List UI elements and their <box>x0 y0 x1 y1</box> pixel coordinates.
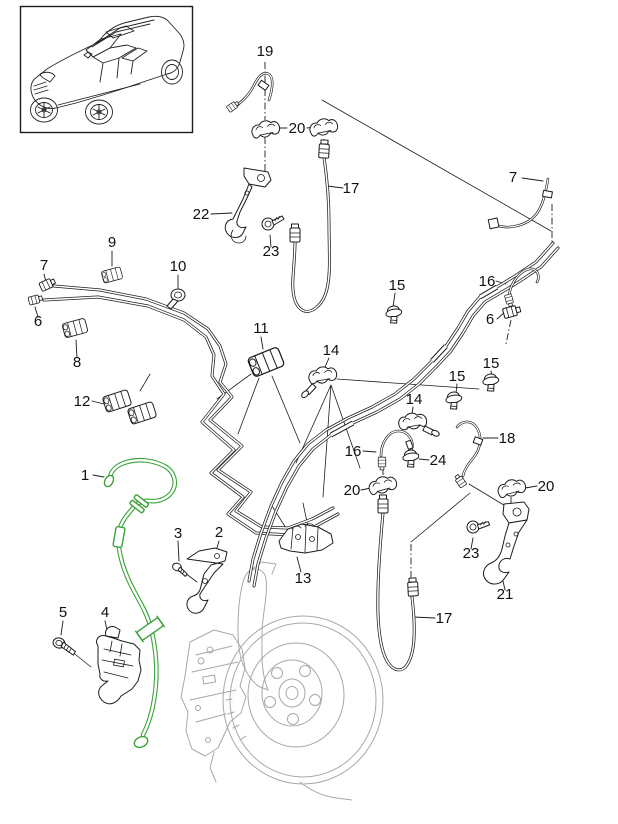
callout-7-right[interactable]: 7 <box>509 169 517 186</box>
bracket-22 <box>224 167 272 244</box>
callout-10[interactable]: 10 <box>170 258 187 275</box>
pipe-16-right <box>504 267 540 308</box>
callout-11[interactable]: 11 <box>253 320 269 337</box>
clip-20-top-left <box>249 117 282 141</box>
callout-16-lower-left[interactable]: 16 <box>345 443 362 460</box>
callout-13[interactable]: 13 <box>295 570 312 587</box>
callout-22[interactable]: 22 <box>193 206 210 223</box>
nut-6-left <box>27 293 44 306</box>
callout-20-right[interactable]: 20 <box>538 478 555 495</box>
hose-collar <box>129 494 150 514</box>
hose-end-fitting <box>133 735 149 749</box>
clip-14-upper <box>296 365 340 400</box>
front-pipe-pair-left <box>42 284 340 537</box>
bolt-23-lower <box>465 517 491 537</box>
callout-24[interactable]: 24 <box>430 452 447 469</box>
clip-20-top-right <box>307 115 340 139</box>
part-glyphs <box>27 115 530 705</box>
callout-6-left[interactable]: 6 <box>34 313 42 330</box>
bracket-13 <box>278 523 334 554</box>
clip-14-lower <box>397 409 441 444</box>
bracket-2 <box>186 547 228 614</box>
clamp-11 <box>246 346 286 378</box>
pipe-18 <box>453 420 484 489</box>
brake-hose-part-1-highlighted <box>103 457 178 749</box>
callout-14-upper[interactable]: 14 <box>323 342 340 359</box>
callout-5[interactable]: 5 <box>59 604 67 621</box>
inset-frame <box>19 5 194 134</box>
callout-15-right-upper[interactable]: 15 <box>483 355 500 372</box>
grommet-15-right-a <box>444 390 465 412</box>
lug-hole <box>309 694 321 706</box>
bolt-23-upper <box>261 215 285 231</box>
grommet-15-middle <box>384 304 405 326</box>
callout-17-lower[interactable]: 17 <box>436 610 453 627</box>
brake-assembly-ghost <box>180 561 384 801</box>
callout-1[interactable]: 1 <box>81 467 89 484</box>
callout-7-left[interactable]: 7 <box>40 257 48 274</box>
pipe-7-right <box>487 177 553 230</box>
callout-23-upper[interactable]: 23 <box>263 243 280 260</box>
callout-2[interactable]: 2 <box>215 524 223 541</box>
callout-6-right[interactable]: 6 <box>486 311 494 328</box>
clip-20-right <box>495 476 528 500</box>
callout-15-middle[interactable]: 15 <box>389 277 406 294</box>
hose-sleeve <box>112 525 126 549</box>
callout-18[interactable]: 18 <box>499 430 516 447</box>
callout-16-right[interactable]: 16 <box>479 273 496 290</box>
brake-pipes <box>42 71 560 588</box>
clip-10 <box>166 288 186 310</box>
callout-23-lower[interactable]: 23 <box>463 545 480 562</box>
clip-20-lower-left <box>366 473 399 497</box>
screw-3 <box>170 561 191 578</box>
grommet-15-right-b <box>481 372 502 394</box>
vehicle-inset <box>19 5 194 134</box>
callout-3[interactable]: 3 <box>174 525 182 542</box>
brake-hoses-17 <box>289 139 419 672</box>
rear-pipe-pair-right <box>247 241 560 588</box>
suv-outline-icon <box>30 15 185 125</box>
hose-17-upper <box>289 139 331 313</box>
leader-lines <box>34 99 552 668</box>
callout-20-lower-left[interactable]: 20 <box>344 482 361 499</box>
hose-17-lower <box>376 494 419 672</box>
bracket-21 <box>483 501 530 585</box>
callout-17-upper[interactable]: 17 <box>343 180 360 197</box>
callout-21[interactable]: 21 <box>497 586 514 603</box>
hose-open-end <box>103 474 115 488</box>
callout-19[interactable]: 19 <box>257 43 274 60</box>
clamp-8 <box>61 317 89 339</box>
fitting-7-left <box>38 276 57 293</box>
pipe-16-lower <box>377 429 414 471</box>
clamp-12b <box>126 400 158 426</box>
callout-15-right-lower[interactable]: 15 <box>449 368 466 385</box>
hose-mount-sleeve <box>134 615 166 643</box>
callout-8[interactable]: 8 <box>73 354 81 371</box>
pipe-19 <box>225 71 274 113</box>
bracket-4 <box>96 626 142 705</box>
grommet-9 <box>100 266 124 284</box>
callout-12[interactable]: 12 <box>74 393 91 410</box>
clamp-12a <box>101 388 133 414</box>
callout-4[interactable]: 4 <box>101 604 109 621</box>
callout-20-top-pair[interactable]: 20 <box>289 120 306 137</box>
callout-9[interactable]: 9 <box>108 234 116 251</box>
grommet-24 <box>401 448 422 470</box>
callouts: 19 20 22 23 17 7 9 10 6 8 12 11 15 14 7 … <box>34 43 555 627</box>
nut-6-right <box>501 303 522 320</box>
bolt-5 <box>50 636 79 656</box>
callout-14-lower[interactable]: 14 <box>406 391 423 408</box>
assembly-axis-lines <box>264 62 553 580</box>
